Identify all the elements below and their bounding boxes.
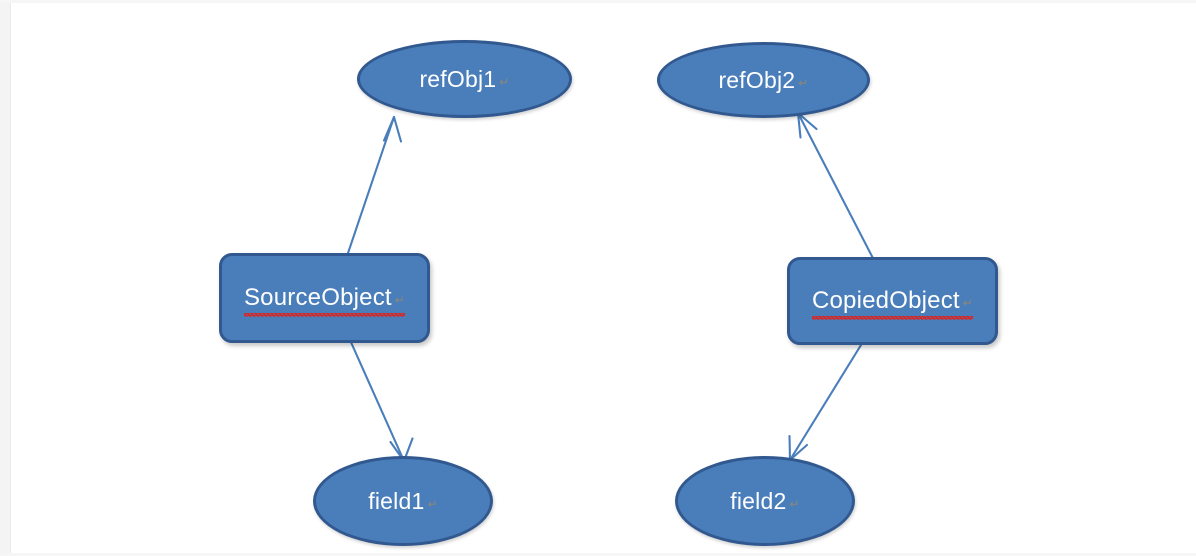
node-sourceobject-label: SourceObject↵ [243, 284, 406, 317]
edge-source-to-refobj1 [343, 115, 403, 264]
page-bottom-edge [0, 553, 1196, 556]
node-field1-label: field1↵ [368, 487, 438, 514]
edge-copied-to-field2 [788, 343, 863, 462]
page-left-margin-strip [0, 0, 10, 556]
node-refobj1[interactable]: refObj1↵ [357, 40, 572, 118]
node-refobj2[interactable]: refObj2↵ [657, 42, 870, 118]
node-field1[interactable]: field1↵ [313, 456, 493, 546]
edge-source-to-field1 [348, 338, 414, 463]
paragraph-return-icon: ↵ [499, 74, 510, 89]
node-refobj1-label: refObj1↵ [419, 65, 510, 92]
paragraph-return-icon: ↵ [962, 296, 974, 310]
node-sourceobject[interactable]: SourceObject↵ [219, 253, 430, 343]
paragraph-return-icon: ↵ [789, 496, 800, 511]
page-left-margin-rule [10, 0, 11, 556]
page-top-edge [0, 0, 1196, 3]
paragraph-return-icon: ↵ [798, 75, 809, 90]
node-field2-label: field2↵ [730, 487, 800, 514]
node-refobj2-label: refObj2↵ [718, 66, 809, 93]
paragraph-return-icon: ↵ [394, 293, 406, 307]
node-copiedobject-label: CopiedObject↵ [811, 287, 974, 320]
paragraph-return-icon: ↵ [427, 496, 438, 511]
edge-copied-to-refobj2 [796, 111, 879, 268]
node-copiedobject[interactable]: CopiedObject↵ [787, 257, 998, 345]
node-field2[interactable]: field2↵ [675, 456, 855, 546]
